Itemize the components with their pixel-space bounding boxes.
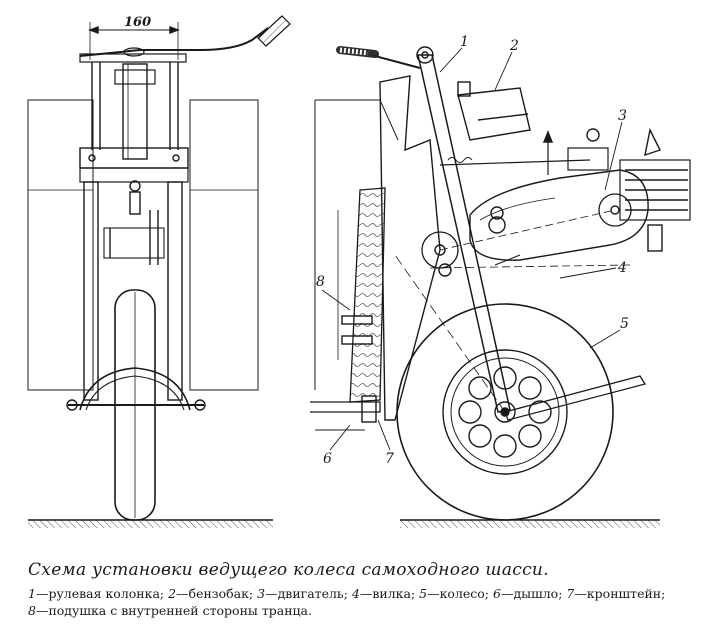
legend-item: 7—кронштейн; — [566, 586, 665, 601]
fork-leg-left — [83, 181, 99, 401]
hull-panel-left — [27, 99, 94, 391]
fuel-tank — [457, 87, 531, 141]
callout-2: 2 — [509, 38, 519, 54]
ground-right — [400, 520, 660, 528]
front-view — [27, 15, 291, 528]
legend-item-number: 8 — [28, 603, 36, 618]
callout-7: 7 — [385, 451, 394, 467]
legend-item-number: 2 — [168, 586, 177, 601]
legend-item-number: 3 — [257, 586, 266, 601]
mechanical-diagram: 160 — [27, 15, 691, 528]
callout-6: 6 — [323, 451, 332, 467]
handlebar — [79, 27, 269, 57]
transom-pad — [349, 187, 386, 403]
legend-item: 2—бензобак; — [168, 586, 253, 601]
engine-pulley — [598, 193, 632, 227]
callout-3: 3 — [618, 108, 627, 124]
legend-item-number: 5 — [419, 586, 428, 601]
legend-item: 3—двигатель; — [257, 586, 348, 601]
figure-caption-title: Схема установки ведущего колеса самоходн… — [28, 560, 549, 580]
legend-item-text: —дышло; — [500, 586, 563, 601]
steering-column — [122, 63, 148, 160]
callout-1: 1 — [460, 34, 469, 50]
fork-leg-right — [167, 181, 183, 401]
callouts: 1 2 3 4 5 6 7 8 — [316, 34, 629, 467]
legend-item-number: 4 — [351, 586, 360, 601]
fork-arm — [504, 375, 647, 421]
legend-item: 5—колесо; — [419, 586, 489, 601]
callout-5: 5 — [620, 316, 629, 332]
legend-item: 8—подушка с внутренней стороны транца. — [28, 603, 312, 618]
callout-4: 4 — [617, 260, 627, 276]
legend-item-text: —вилка; — [359, 586, 416, 601]
dimension-label: 160 — [124, 15, 151, 30]
side-view — [310, 46, 691, 528]
legend-item-text: —двигатель; — [265, 586, 348, 601]
legend-item: 1—рулевая колонка; — [28, 586, 164, 601]
legend-item-number: 6 — [493, 586, 501, 601]
legend-item: 4—вилка; — [352, 586, 415, 601]
legend-item: 6—дышло; — [493, 586, 562, 601]
legend-item-number: 7 — [566, 586, 575, 601]
figure-caption-legend: 1—рулевая колонка; 2—бензобак; 3—двигате… — [28, 585, 708, 619]
legend-item-text: —рулевая колонка; — [35, 586, 165, 601]
transom-bracket — [379, 75, 441, 421]
callout-8: 8 — [316, 274, 325, 290]
engine-housing — [469, 169, 649, 261]
ground-left — [28, 520, 273, 528]
legend-item-text: —кронштейн; — [574, 586, 666, 601]
legend-item-text: —бензобак; — [176, 586, 254, 601]
legend-item-text: —колесо; — [427, 586, 490, 601]
legend-item-number: 1 — [28, 586, 36, 601]
legend-item-text: —подушка с внутренней стороны транца. — [35, 603, 312, 618]
tow-bar — [310, 401, 381, 413]
hull-panel-right — [189, 99, 259, 391]
